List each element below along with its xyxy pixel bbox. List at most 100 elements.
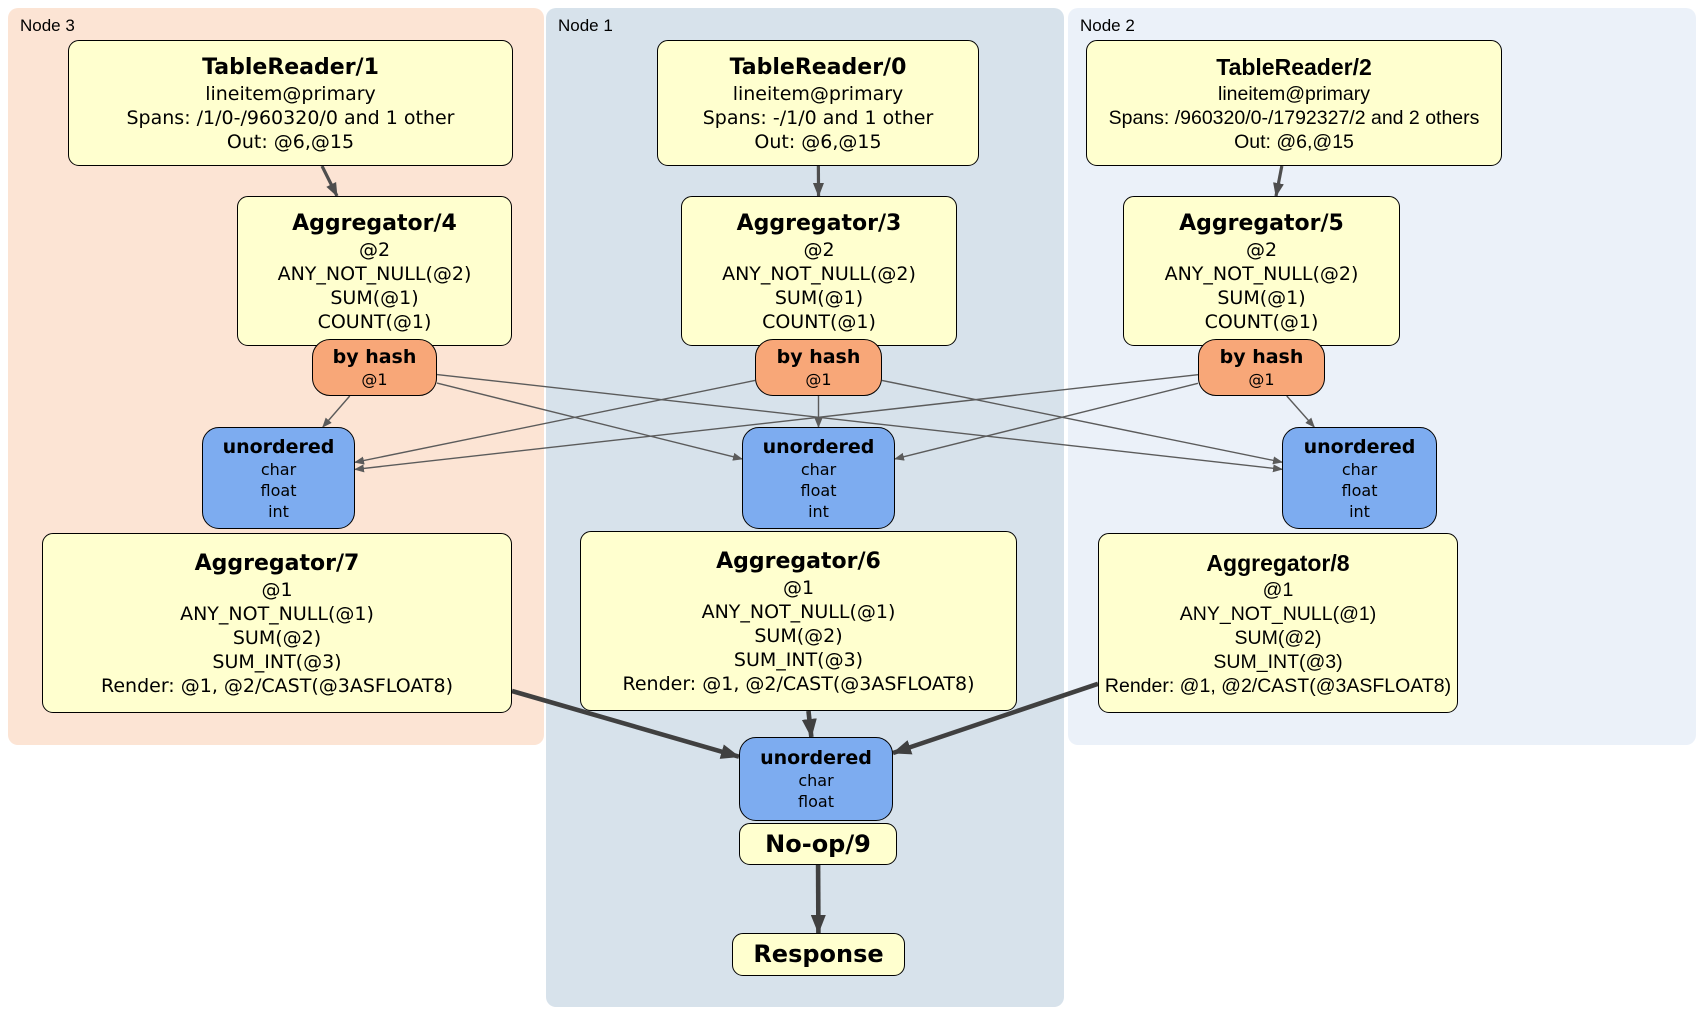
- node-title: Aggregator/5: [1179, 210, 1344, 236]
- region-label-node3: Node 3: [20, 16, 75, 35]
- edge-byhash3-to-unord3: [322, 395, 351, 428]
- node-detail-line: SUM(@1): [1217, 286, 1306, 309]
- node-title: TableReader/0: [729, 54, 907, 80]
- node-detail-line: char: [798, 771, 834, 790]
- node-detail-line: @1: [805, 370, 832, 389]
- node-detail-line: Render: @1, @2/CAST(@3ASFLOAT8): [622, 672, 975, 695]
- node-detail-line: Spans: /1/0-/960320/0 and 1 other: [126, 106, 455, 129]
- node-title: Aggregator/7: [194, 550, 360, 576]
- node-byhash3: by hash @1: [312, 339, 437, 396]
- node-title: unordered: [762, 435, 875, 458]
- node-detail-line: int: [268, 501, 289, 521]
- node-detail-line: lineitem@primary: [732, 82, 904, 105]
- region-label-node2: Node 2: [1080, 16, 1135, 35]
- node-detail-line: int: [1349, 501, 1370, 521]
- node-detail-line: Render: @1, @2/CAST(@3ASFLOAT8): [1104, 674, 1452, 697]
- node-detail-line: SUM_INT(@3): [212, 650, 342, 673]
- edge-tr1-to-agg4: [320, 165, 339, 197]
- node-detail-line: SUM(@2): [754, 624, 843, 647]
- node-detail-line: Render: @1, @2/CAST(@3ASFLOAT8): [101, 674, 453, 697]
- edge-byhash2-to-unord1: [894, 382, 1199, 461]
- node-detail-line: @2: [1245, 238, 1278, 261]
- edge-byhash2-to-unord3: [354, 373, 1199, 473]
- node-title: Aggregator/3: [736, 210, 902, 236]
- node-detail-line: Out: @6,@15: [754, 130, 882, 153]
- edge-byhash1-to-unord3: [354, 379, 756, 465]
- node-unordF: unordered char float: [739, 737, 893, 821]
- node-detail-line: char: [260, 459, 297, 479]
- edge-agg8-to-unordF: [892, 681, 1099, 756]
- edge-tr2-to-agg5: [1273, 165, 1284, 197]
- node-resp: Response: [732, 933, 905, 976]
- node-detail-line: ANY_NOT_NULL(@1): [180, 602, 374, 625]
- node-detail-line: SUM_INT(@3): [733, 648, 864, 671]
- node-detail-line: SUM(@1): [330, 286, 419, 309]
- node-detail-line: ANY_NOT_NULL(@1): [1179, 602, 1377, 625]
- node-detail-line: Out: @6,@15: [1234, 130, 1354, 153]
- node-title: Response: [753, 940, 884, 968]
- node-title: TableReader/1: [202, 54, 379, 80]
- node-detail-line: ANY_NOT_NULL(@1): [701, 600, 896, 623]
- node-detail-line: Out: @6,@15: [226, 130, 355, 153]
- node-detail-line: SUM(@2): [1234, 626, 1322, 649]
- node-title: by hash: [1219, 346, 1304, 368]
- node-detail-line: lineitem@primary: [205, 82, 376, 105]
- node-detail-line: COUNT(@1): [1204, 310, 1319, 333]
- node-detail-line: COUNT(@1): [762, 310, 876, 333]
- edge-byhash2-to-unord2: [1286, 395, 1315, 428]
- region-label-node1: Node 1: [558, 16, 613, 35]
- node-detail-line: SUM(@1): [774, 286, 864, 309]
- node-detail-line: Spans: -/1/0 and 1 other: [702, 106, 934, 129]
- node-detail-line: Spans: /960320/0-/1792327/2 and 2 others: [1108, 106, 1480, 129]
- node-detail-line: SUM_INT(@3): [1213, 650, 1343, 673]
- node-detail-line: ANY_NOT_NULL(@2): [1164, 262, 1359, 285]
- node-title: Aggregator/4: [292, 210, 457, 236]
- node-detail-line: ANY_NOT_NULL(@2): [722, 262, 916, 285]
- edge-agg7-to-unordF: [511, 688, 740, 759]
- node-detail-line: @1: [1248, 370, 1275, 389]
- node-detail-line: @1: [261, 578, 293, 601]
- node-detail-line: char: [1341, 459, 1378, 479]
- node-detail-line: SUM(@2): [232, 626, 322, 649]
- node-detail-line: COUNT(@1): [317, 310, 432, 333]
- node-detail-line: float: [798, 792, 834, 811]
- node-title: unordered: [1303, 435, 1416, 458]
- node-noop9: No-op/9: [739, 823, 897, 865]
- node-title: TableReader/2: [1216, 53, 1372, 80]
- node-title: Aggregator/6: [716, 548, 881, 574]
- node-detail-line: int: [808, 501, 829, 521]
- node-title: by hash: [332, 346, 417, 368]
- node-title: No-op/9: [765, 829, 871, 858]
- node-detail-line: @2: [803, 238, 835, 261]
- node-title: Aggregator/8: [1206, 549, 1350, 576]
- node-detail-line: char: [800, 459, 837, 479]
- node-detail-line: ANY_NOT_NULL(@2): [277, 262, 472, 285]
- node-detail-line: float: [1341, 480, 1378, 500]
- node-title: unordered: [760, 747, 872, 769]
- node-detail-line: @1: [1262, 578, 1294, 601]
- node-detail-line: @1: [361, 370, 388, 389]
- edge-byhash3-to-unord1: [436, 382, 743, 461]
- node-detail-line: @1: [782, 576, 815, 599]
- node-detail-line: float: [260, 480, 297, 500]
- node-byhash2: by hash @1: [1198, 339, 1325, 396]
- edge-agg6-to-unordF: [801, 710, 817, 738]
- node-title: by hash: [776, 346, 861, 368]
- node-title: unordered: [222, 435, 335, 458]
- node-detail-line: lineitem@primary: [1218, 82, 1370, 105]
- edge-byhash3-to-unord2: [436, 373, 1283, 473]
- node-detail-line: float: [800, 480, 837, 500]
